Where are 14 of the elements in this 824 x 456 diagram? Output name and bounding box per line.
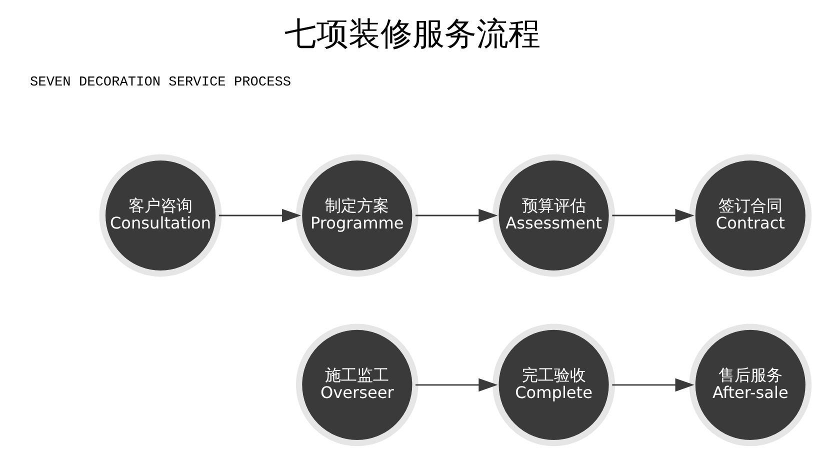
arrow — [415, 208, 498, 222]
arrow — [218, 208, 301, 222]
node-circle: 施工监工 Overseer — [295, 323, 418, 446]
node-circle: 制定方案 Programme — [295, 154, 418, 276]
node-circle: 完工验收 Complete — [492, 323, 614, 446]
diagram-title: 七项装修服务流程 — [284, 14, 540, 52]
node-circle: 客户咨询 Consultation — [98, 154, 222, 276]
arrow — [415, 378, 498, 392]
node-circle: 签订合同 Contract — [688, 154, 812, 276]
arrow — [612, 208, 694, 222]
label: SEVEN DECORATION SERVICE PROCESS — [30, 74, 291, 90]
node-circle: 售后服务 After-sale — [688, 323, 812, 446]
node-circle: 预算评估 Assessment — [492, 154, 614, 276]
arrow — [612, 378, 694, 392]
